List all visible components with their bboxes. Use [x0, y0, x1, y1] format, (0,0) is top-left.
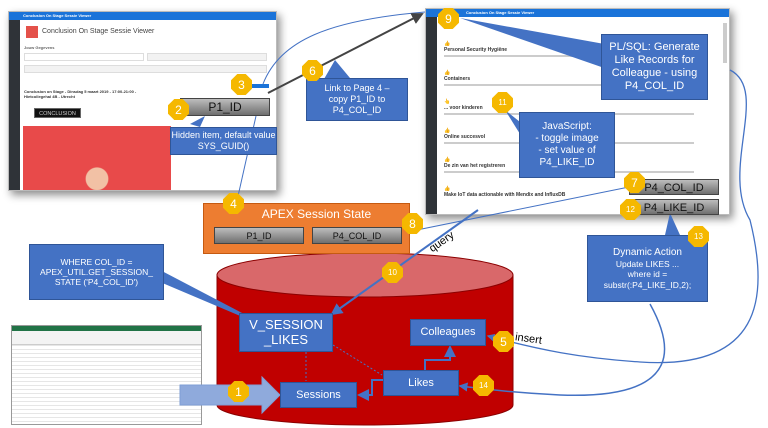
step-badge-6: 6: [302, 60, 323, 81]
page-title: Conclusion On Stage Sessie Viewer: [42, 28, 155, 35]
session-item[interactable]: 👍Containers: [444, 70, 694, 99]
submit-button[interactable]: [249, 84, 269, 88]
window-title-bar: Conclusion On Stage Sessie Viewer: [426, 9, 729, 17]
table-sessions: Sessions: [280, 382, 357, 408]
step-badge-8: 8: [402, 213, 423, 234]
apex-session-state: APEX Session State P1_ID P4_COL_ID: [203, 203, 410, 254]
first-name-input[interactable]: [24, 53, 144, 61]
step-badge-5: 5: [493, 331, 514, 352]
session-state-title: APEX Session State: [261, 207, 372, 221]
scrollbar[interactable]: [723, 23, 727, 63]
callout-where-clause: WHERE COL_ID = APEX_UTIL.GET_SESSION_ ST…: [29, 244, 164, 300]
step-badge-9: 9: [438, 8, 459, 29]
sidebar: [9, 20, 20, 190]
excel-spreadsheet-image: [11, 325, 202, 425]
step-badge-12: 12: [620, 199, 641, 220]
item-p1-id: P1_ID: [180, 98, 270, 116]
callout-plsql: PL/SQL: Generate Like Records for Collea…: [601, 34, 708, 100]
dynamic-action-title: Dynamic Action: [613, 247, 682, 259]
section-label: Jouw Gegevens: [24, 45, 55, 50]
session-item-p4-col-id: P4_COL_ID: [312, 227, 402, 244]
step-badge-7: 7: [624, 172, 645, 193]
callout-dynamic-action: Dynamic Action Update LIKES ... where id…: [587, 235, 708, 302]
session-photo: [23, 126, 171, 190]
session-item[interactable]: 👍Make IoT data actionable with Mendix an…: [444, 186, 694, 206]
step-badge-3: 3: [231, 74, 252, 95]
step-badge-14: 14: [473, 375, 494, 396]
session-line: Conclusion on Stage - Dinsdag 5 maart 20…: [24, 89, 137, 99]
table-colleagues: Colleagues: [410, 319, 486, 346]
session-title: ... voor kinderen: [444, 105, 483, 111]
session-title: Containers: [444, 76, 471, 82]
item-p4-like-id: P4_LIKE_ID: [629, 199, 719, 215]
session-item-p1-id: P1_ID: [214, 227, 304, 244]
session-title: Make IoT data actionable with Mendix and…: [444, 192, 566, 198]
callout-hidden-item: Hidden item, default value SYS_GUID(): [170, 127, 277, 155]
step-badge-4: 4: [223, 193, 244, 214]
sidebar: [426, 17, 437, 214]
step-badge-11: 11: [492, 92, 513, 113]
app-icon: [26, 26, 38, 38]
table-v-session-likes: V_SESSION _LIKES: [239, 313, 333, 352]
conclusion-logo: CONCLUSION: [34, 108, 81, 118]
callout-link-page-4: Link to Page 4 – copy P1_ID to P4_COL_ID: [306, 78, 408, 121]
callout-javascript: JavaScript: - toggle image - set value o…: [519, 112, 615, 178]
session-title: Online succesvol: [444, 134, 486, 140]
window-title-bar: Conclusion On Stage Sessie Viewer: [9, 12, 276, 20]
session-title: De zin van het registreren: [444, 163, 506, 169]
item-p4-col-id: P4_COL_ID: [629, 179, 719, 195]
step-badge-2: 2: [168, 99, 189, 120]
dynamic-action-body: Update LIKES ... where id = substr(:P4_L…: [603, 259, 692, 290]
session-title: Personal Security Hygiëne: [444, 47, 508, 53]
step-badge-13: 13: [688, 226, 709, 247]
step-badge-1: 1: [228, 381, 249, 402]
table-likes: Likes: [383, 370, 459, 396]
email-input[interactable]: [24, 65, 267, 73]
step-badge-10: 10: [382, 262, 403, 283]
session-item[interactable]: 👍Personal Security Hygiëne: [444, 41, 694, 70]
last-name-input[interactable]: [147, 53, 267, 61]
